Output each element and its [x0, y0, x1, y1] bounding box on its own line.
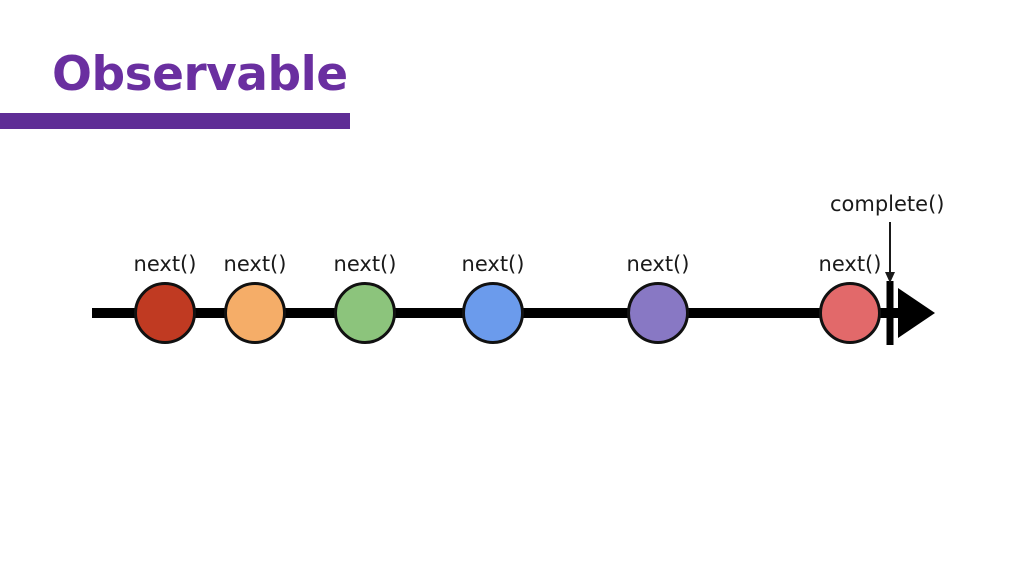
marble-label-4: next() [461, 252, 525, 276]
page-title: Observable [52, 47, 348, 102]
marble-label-3: next() [333, 252, 397, 276]
marble-label-1: next() [133, 252, 197, 276]
marble-label-6: next() [818, 252, 882, 276]
marble-circle-3[interactable] [334, 282, 396, 344]
marble-circle-4[interactable] [462, 282, 524, 344]
marble-circle-2[interactable] [224, 282, 286, 344]
marble-label-2: next() [223, 252, 287, 276]
marble-circle-1[interactable] [134, 282, 196, 344]
title-underline-bar [0, 113, 350, 129]
marble-label-5: next() [626, 252, 690, 276]
marble-circle-6[interactable] [819, 282, 881, 344]
title-block: Observable [0, 44, 400, 134]
complete-label: complete() [830, 192, 945, 216]
complete-pointer-arrowhead-icon [885, 272, 895, 283]
timeline-arrowhead-icon [898, 288, 935, 338]
marble-circle-5[interactable] [627, 282, 689, 344]
